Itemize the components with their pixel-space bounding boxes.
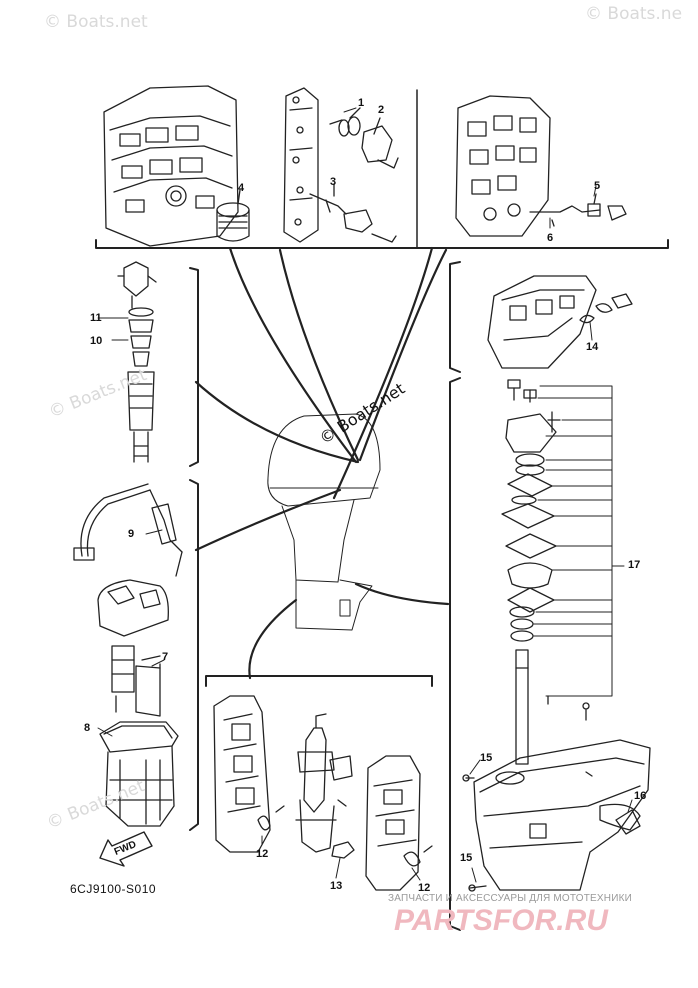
watermark: © Boats.ne — [585, 4, 683, 24]
clamp-bracket-right — [365, 755, 433, 891]
fuel-filter-assembly — [117, 261, 157, 463]
callout-3: 3 — [330, 176, 337, 188]
callout-17: 17 — [628, 559, 641, 571]
callout-16: 16 — [634, 790, 647, 802]
callout-8: 8 — [84, 722, 91, 734]
callout-5: 5 — [594, 180, 601, 192]
shop-tagline: ЗАПЧАСТИ И АКСЕССУАРЫ ДЛЯ МОТОТЕХНИКИ — [388, 893, 633, 904]
diagram-code: 6CJ9100-S010 — [70, 882, 157, 896]
vapor-separator — [99, 721, 179, 827]
callout-13: 13 — [330, 880, 343, 892]
callout-1: 1 — [358, 97, 365, 109]
oil-filter — [216, 202, 250, 242]
callout-14: 14 — [586, 341, 599, 353]
leader-4 — [237, 189, 241, 205]
callout-11: 11 — [90, 312, 102, 324]
callout-10: 10 — [90, 335, 103, 347]
thermostat-parts — [309, 107, 399, 243]
callout-12b: 12 — [418, 882, 431, 894]
callout-15b: 15 — [460, 852, 473, 864]
power-trim-tilt — [295, 713, 355, 859]
outboard-silhouette — [267, 413, 381, 631]
cover-plate — [283, 87, 319, 243]
water-pump-stack — [501, 379, 561, 765]
callout-15a: 15 — [480, 752, 493, 764]
watermark: © Boats.net — [44, 12, 148, 32]
engine-block-left — [103, 85, 239, 247]
shop-logo: PARTSFOR.RU — [394, 904, 608, 937]
callout-7: 7 — [162, 651, 169, 663]
gearcase — [462, 695, 651, 892]
callout-4: 4 — [238, 182, 245, 194]
lower-casing-top — [487, 275, 633, 369]
clamp-bracket-left — [213, 695, 285, 853]
fwd-arrow — [99, 831, 153, 867]
cylinder-head — [455, 95, 627, 237]
callout-12a: 12 — [256, 848, 269, 860]
fuel-pump-assembly — [73, 483, 183, 717]
callout-2: 2 — [378, 104, 385, 116]
callout-9: 9 — [128, 528, 135, 540]
top-frame — [95, 239, 669, 249]
callout-6: 6 — [547, 232, 554, 244]
